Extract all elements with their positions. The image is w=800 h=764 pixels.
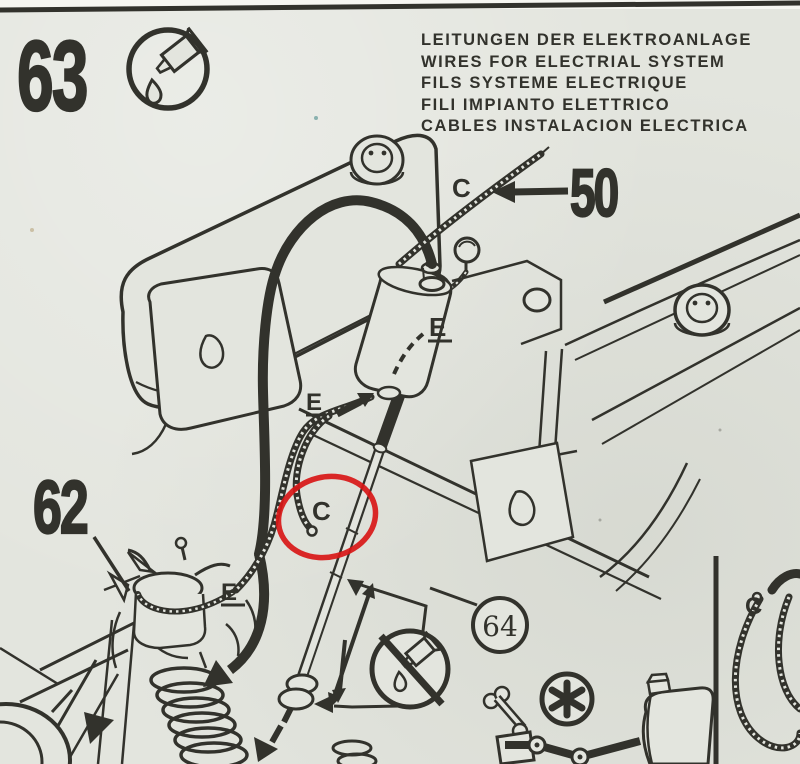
title-line-german: LEITUNGEN DER ELEKTROANLAGE — [421, 31, 753, 49]
leader-line-62 — [92, 536, 131, 592]
title-line-english: WIRES FOR ELECTRIAL SYSTEM — [421, 52, 726, 71]
leader-line-64 — [429, 586, 478, 607]
instruction-title-block: LEITUNGEN DER ELEKTROANLAGE WIRES FOR EL… — [421, 30, 752, 138]
wire-c-top — [395, 146, 550, 268]
fuel-tank-right — [564, 212, 800, 445]
wire-c-middle — [292, 412, 333, 537]
wire-arrowhead — [203, 660, 233, 687]
label-wire-e-coil: E — [429, 312, 446, 342]
circle-64: 64 — [471, 596, 529, 654]
label-wire-e-distributor: E — [221, 579, 237, 606]
step-number: 63 — [17, 21, 86, 132]
headlight — [0, 688, 74, 764]
arrow-50 — [492, 181, 569, 203]
label-64: 64 — [482, 610, 518, 643]
label-62: 62 — [33, 464, 87, 549]
asterisk-icon — [539, 671, 595, 727]
paper-specks — [30, 98, 722, 522]
title-line-italian: FILI IMPIANTO ELETTRICO — [421, 95, 671, 114]
labels: C C C E E E 50 62 63 — [16, 20, 762, 620]
arrow-wire-e — [335, 393, 374, 418]
title-line-spanish: CABLES INSTALACION ELECTRICA — [421, 117, 749, 135]
suspension-arm — [482, 685, 642, 764]
seat — [641, 672, 715, 764]
frame-tubes — [0, 614, 149, 764]
no-glue-icon — [369, 628, 451, 710]
label-wire-e-middle: E — [306, 389, 322, 416]
red-highlight-ellipse — [275, 473, 379, 561]
ignition-coil — [353, 260, 453, 401]
hv-wire — [203, 195, 437, 687]
bracket-arrows — [314, 579, 428, 713]
title-line-french: FILS SYSTEME ELECTRIQUE — [421, 74, 688, 92]
label-wire-c-right: C — [745, 593, 762, 620]
right-panel-wires — [731, 569, 800, 752]
glue-icon — [126, 26, 210, 111]
label-50: 50 — [570, 157, 618, 232]
coil-spring — [149, 666, 378, 764]
top-border — [0, 0, 800, 13]
wire-e-braid — [135, 393, 375, 615]
antenna-arrowhead — [254, 737, 278, 762]
label-wire-c-circled: C — [312, 496, 331, 526]
label-wire-c-top: C — [452, 173, 471, 203]
